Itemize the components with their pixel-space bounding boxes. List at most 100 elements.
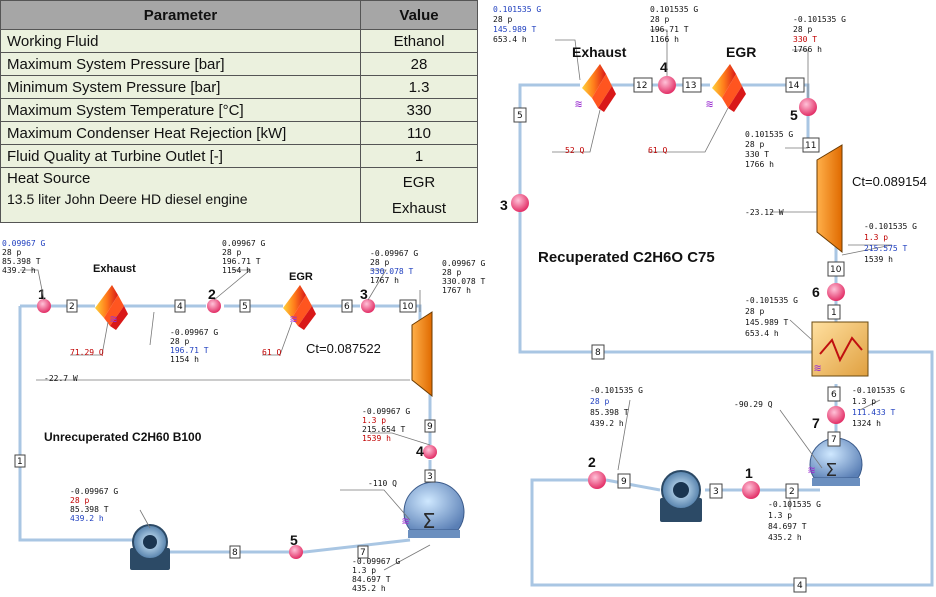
- exhaust-heat-readout[interactable]: 71.29 Q: [70, 348, 104, 357]
- stream-tag[interactable]: 9: [617, 473, 631, 489]
- svg-text:14: 14: [788, 81, 800, 91]
- svg-text:85.398 T: 85.398 T: [2, 257, 41, 266]
- readout-block[interactable]: -0.101535 G 1.3 p 84.697 T 435.2 h: [768, 500, 821, 542]
- turbine-ct-label: Ct=0.089154: [852, 174, 927, 189]
- svg-text:1: 1: [17, 457, 23, 467]
- readout-block[interactable]: 0.101535 G 28 p 196.71 T 1166 h: [650, 5, 698, 44]
- readout-block[interactable]: -0.09967 G 1.3 p 215.654 T 1539 h: [362, 407, 410, 443]
- svg-text:6: 6: [831, 390, 837, 400]
- svg-text:-0.101535 G: -0.101535 G: [864, 222, 917, 231]
- state-node[interactable]: [37, 299, 51, 313]
- stream-tag[interactable]: 2: [785, 483, 799, 499]
- stream-tag[interactable]: 12: [633, 77, 653, 93]
- svg-text:-0.09967 G: -0.09967 G: [352, 557, 400, 566]
- readout-block[interactable]: -0.09967 G 28 p 196.71 T 1154 h: [170, 328, 218, 364]
- readout-block[interactable]: -0.101535 G 28 p 85.398 T 439.2 h: [590, 386, 643, 428]
- stream-tag[interactable]: 11: [802, 137, 820, 153]
- heat-wave-icon: ≋: [110, 312, 117, 326]
- stream-tag[interactable]: 13: [682, 77, 702, 93]
- stream-tag[interactable]: 5: [239, 299, 251, 313]
- value-cell: Ethanol: [360, 29, 478, 53]
- state-node[interactable]: [827, 406, 845, 424]
- svg-text:0.09967 G: 0.09967 G: [2, 239, 46, 248]
- svg-text:10: 10: [402, 302, 414, 312]
- state-node[interactable]: [361, 299, 375, 313]
- state-label: 5: [790, 107, 798, 123]
- svg-text:111.433 T: 111.433 T: [852, 408, 896, 417]
- state-label: 3: [500, 197, 508, 213]
- state-node[interactable]: [207, 299, 221, 313]
- right-exhaust-hx: ≋: [575, 64, 616, 112]
- state-node[interactable]: [827, 283, 845, 301]
- stream-tag[interactable]: 10: [399, 299, 417, 313]
- stream-tag[interactable]: 4: [174, 299, 186, 313]
- readout-block[interactable]: -0.09967 G 28 p 330.078 T 1767 h: [370, 249, 418, 285]
- stream-tag[interactable]: 8: [591, 344, 605, 360]
- egr-heat-readout[interactable]: 61 Q: [262, 348, 281, 357]
- stream-tag[interactable]: 3: [709, 483, 723, 499]
- state-node[interactable]: [658, 76, 676, 94]
- state-node[interactable]: [799, 98, 817, 116]
- condenser-heat-readout[interactable]: -110 Q: [368, 479, 397, 488]
- turbine-work-readout[interactable]: -22.7 W: [44, 374, 78, 383]
- readout-block[interactable]: 0.09967 G 28 p 85.398 T 439.2 h: [2, 239, 46, 275]
- svg-text:1154 h: 1154 h: [222, 266, 251, 275]
- svg-text:7: 7: [360, 548, 366, 558]
- stream-tag[interactable]: 10: [827, 261, 845, 277]
- stream-tag[interactable]: 5: [513, 107, 527, 123]
- stream-tag[interactable]: 8: [229, 545, 241, 559]
- heat-wave-icon: ≋: [814, 361, 821, 375]
- stream-tag[interactable]: 2: [66, 299, 78, 313]
- stream-tag[interactable]: 1: [827, 304, 841, 320]
- state-node[interactable]: [588, 471, 606, 489]
- right-readouts: 0.101535 G 28 p 145.989 T 653.4 h 0.1015…: [493, 5, 917, 542]
- right-pipes: [518, 83, 934, 587]
- readout-block[interactable]: 0.101535 G 28 p 330 T 1766 h: [745, 130, 793, 169]
- stream-tag[interactable]: 14: [785, 77, 805, 93]
- svg-text:1.3 p: 1.3 p: [864, 233, 888, 242]
- stream-tag[interactable]: 3: [424, 469, 436, 483]
- exhaust-heat-readout[interactable]: 52 Q: [565, 146, 584, 155]
- stream-tag[interactable]: 6: [827, 386, 841, 402]
- turbine-work-readout[interactable]: -23.12 W: [745, 208, 784, 217]
- left-diagram-title: Unrecuperated C2H60 B100: [44, 430, 202, 444]
- condenser-heat-readout[interactable]: -90.29 Q: [734, 400, 773, 409]
- readout-block[interactable]: -0.09967 G 1.3 p 84.697 T 435.2 h: [352, 557, 400, 593]
- svg-text:653.4 h: 653.4 h: [493, 35, 527, 44]
- svg-text:1766 h: 1766 h: [745, 160, 774, 169]
- state-node[interactable]: [511, 194, 529, 212]
- readout-block[interactable]: -0.101535 G 28 p 330 T 1766 h: [793, 15, 846, 54]
- egr-heat-readout[interactable]: 61 Q: [648, 146, 667, 155]
- stream-tag[interactable]: 9: [424, 419, 436, 433]
- svg-text:1: 1: [831, 308, 837, 318]
- exhaust-label: Exhaust: [572, 44, 627, 60]
- stream-tag[interactable]: 7: [357, 545, 369, 559]
- right-diagram-title: Recuperated C2H6O C75: [538, 249, 715, 266]
- state-label: 2: [208, 286, 216, 302]
- header-value: Value: [360, 0, 478, 30]
- stream-tag[interactable]: 4: [793, 577, 807, 593]
- state-node[interactable]: [742, 481, 760, 499]
- state-node[interactable]: [423, 445, 437, 459]
- readout-block[interactable]: -0.101535 G 1.3 p 215.575 T 1539 h: [864, 222, 917, 264]
- svg-text:1154 h: 1154 h: [170, 355, 199, 364]
- svg-text:435.2 h: 435.2 h: [352, 584, 386, 593]
- svg-text:215.654 T: 215.654 T: [362, 425, 406, 434]
- svg-text:145.989 T: 145.989 T: [745, 318, 789, 327]
- state-label: 7: [812, 415, 820, 431]
- svg-text:5: 5: [517, 111, 523, 121]
- state-node[interactable]: [289, 545, 303, 559]
- stream-tag[interactable]: 6: [341, 299, 353, 313]
- readout-block[interactable]: -0.09967 G 28 p 85.398 T 439.2 h: [70, 487, 118, 523]
- svg-text:3: 3: [713, 487, 719, 497]
- stream-tag[interactable]: 1: [14, 454, 26, 468]
- svg-text:1.3 p: 1.3 p: [768, 511, 792, 520]
- readout-block[interactable]: 0.09967 G 28 p 330.078 T 1767 h: [442, 259, 486, 295]
- readout-block[interactable]: 0.101535 G 28 p 145.989 T 653.4 h: [493, 5, 541, 44]
- readout-block[interactable]: 0.09967 G 28 p 196.71 T 1154 h: [222, 239, 266, 275]
- readout-block[interactable]: -0.101535 G 1.3 p 111.433 T 1324 h: [852, 386, 905, 428]
- svg-text:0.101535 G: 0.101535 G: [745, 130, 793, 139]
- readout-block[interactable]: -0.101535 G 28 p 145.989 T 653.4 h: [745, 296, 798, 338]
- stream-tag[interactable]: 7: [827, 431, 841, 447]
